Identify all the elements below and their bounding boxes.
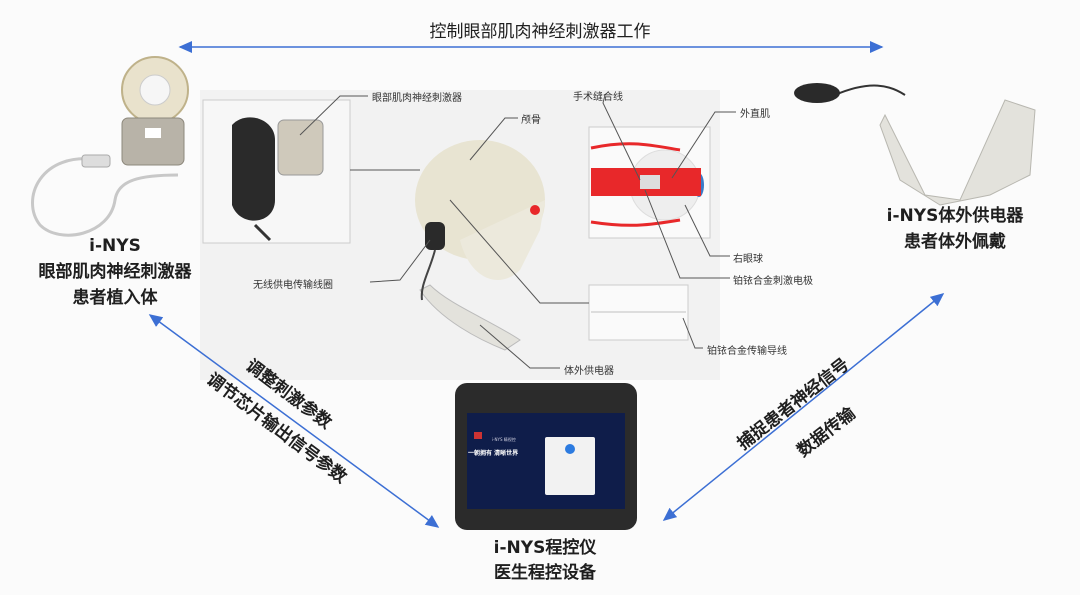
implant-label-line1: i-NYS (89, 236, 141, 256)
left-arrow (148, 314, 440, 528)
callout-coil: 无线供电传输线圈 (253, 280, 333, 291)
external-label-line2: 患者体外佩戴 (904, 232, 1006, 252)
head-skull-image (415, 140, 545, 351)
right-arrow (662, 293, 945, 521)
callout-suture: 手术缝合线 (573, 92, 623, 103)
tablet-slogan: 一朝拥有 清晰世界 (468, 450, 519, 457)
external-label-line1: i-NYS体外供电器 (886, 206, 1024, 226)
programmer-label-line2: 医生程控设备 (494, 563, 596, 583)
implant-label-line3: 患者植入体 (72, 288, 158, 308)
callout-skull: 颅骨 (521, 115, 541, 126)
callout-right-eyeball: 右眼球 (733, 254, 763, 265)
stimulator-inset-device (232, 117, 275, 221)
callout-lines (299, 94, 736, 369)
external-label: i-NYS体外供电器 患者体外佩戴 (855, 203, 1055, 255)
callout-external-power: 体外供电器 (564, 366, 614, 377)
top-arrow-label: 控制眼部肌肉神经刺激器工作 (429, 22, 651, 42)
callout-electrode: 铂铱合金刺激电极 (733, 276, 813, 287)
implant-label: i-NYS 眼部肌肉神经刺激器 患者植入体 (15, 233, 215, 311)
tablet-app-title: i-NYS 睛视控 (492, 437, 516, 442)
programmer-label-line1: i-NYS程控仪 (493, 538, 597, 558)
callout-lateral-rectus: 外直肌 (740, 109, 770, 120)
external-power-headset-image (794, 83, 1036, 206)
programmer-tablet-image (455, 383, 637, 530)
callout-stimulator: 眼部肌肉神经刺激器 (372, 93, 462, 104)
programmer-label: i-NYS程控仪 医生程控设备 (445, 536, 645, 586)
callout-lead: 铂铱合金传输导线 (707, 346, 787, 357)
implant-device-image (31, 56, 189, 237)
implant-label-line2: 眼部肌肉神经刺激器 (38, 262, 192, 282)
stimulator-inset (202, 99, 351, 244)
